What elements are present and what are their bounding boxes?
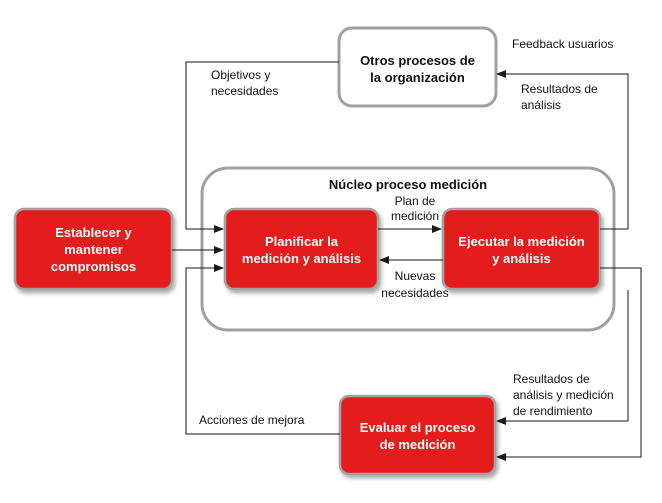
evaluar-label-line2: de medición (380, 437, 456, 452)
edge-ejecutar-to-evaluar-outer-arrow (496, 267, 642, 461)
edge-resultados-bottom-arrow (496, 290, 629, 425)
edge-feedback-label: Feedback usuarios (512, 37, 613, 51)
otros-procesos-box (337, 26, 498, 108)
ejecutar-box (441, 207, 602, 291)
otros-procesos-label-line2: la organización (370, 70, 465, 85)
edge-resultados-top-label-line1: Resultados de (521, 82, 598, 96)
establecer-label-line1: Establecer y (55, 225, 132, 240)
edge-resultados-bottom-label-line3: de rendimiento (513, 404, 593, 418)
establecer-box (13, 207, 174, 291)
evaluar-label-line1: Evaluar el proceso (360, 420, 476, 435)
planificar-label-line2: medición y análisis (242, 251, 361, 266)
otros-procesos-label-line1: Otros procesos de (360, 53, 475, 68)
edge-objetivos-arrow (185, 61, 339, 233)
edge-plan-label-line2: medición (391, 209, 439, 223)
ejecutar-label-line2: y análisis (492, 251, 551, 266)
edge-plan-label-line1: Plan de (395, 194, 436, 208)
ejecutar-label-line1: Ejecutar la medición (458, 234, 584, 249)
edge-nuevas-label-line2: necesidades (381, 286, 448, 300)
evaluar-box (338, 394, 497, 476)
edge-feedback-arrow (496, 70, 629, 230)
planificar-box (223, 207, 380, 291)
establecer-label-line2: mantener (64, 242, 123, 257)
nucleo-title: Núcleo proceso medición (329, 177, 487, 192)
edge-nuevas-label-line1: Nuevas (395, 269, 436, 283)
edge-acciones-arrow (185, 264, 340, 435)
edge-objetivos-label-line1: Objetivos y (211, 68, 270, 82)
edge-objetivos-label-line2: necesidades (211, 84, 278, 98)
planificar-label-line1: Planificar la (265, 234, 339, 249)
edge-resultados-bottom-label-line2: análisis y medición (513, 388, 614, 402)
edge-resultados-top-label-line2: análisis (521, 98, 561, 112)
establecer-label-line3: compromisos (51, 259, 136, 274)
edge-resultados-bottom-label-line1: Resultados de (513, 372, 590, 386)
edge-acciones-label: Acciones de mejora (199, 413, 305, 427)
